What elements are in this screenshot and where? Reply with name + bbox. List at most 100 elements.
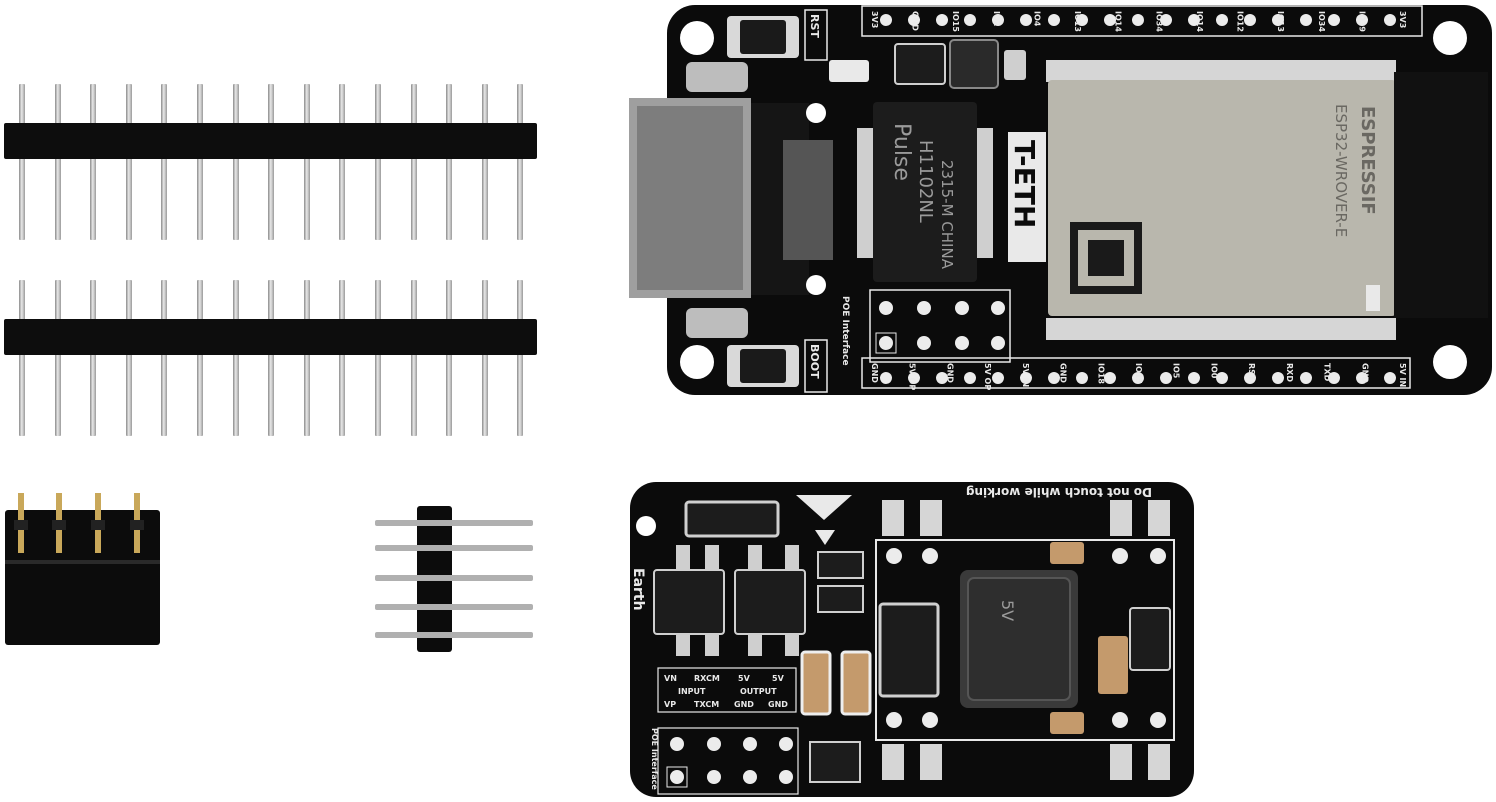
- header-pin-label: GND: [1360, 363, 1369, 383]
- header-pin: [481, 280, 488, 436]
- header-pin-label: IO12: [1236, 11, 1245, 32]
- header-pin: [517, 84, 524, 240]
- header-pin: [410, 84, 417, 240]
- small-header-pins: [375, 520, 533, 638]
- poe-board-interface-label: POE Interface: [650, 728, 659, 790]
- table-row1-col4: 5V: [772, 674, 785, 683]
- header-pin: [375, 280, 381, 436]
- esp32-module: ESPRESSIF ESP32-WROVER-E: [1046, 60, 1488, 340]
- arrow-down-icon: [815, 530, 835, 545]
- bottom-header-pads: [880, 372, 1396, 384]
- header-pin: [19, 280, 25, 436]
- boot-label: BOOT: [808, 344, 821, 379]
- ethernet-jack: [629, 62, 833, 338]
- capacitor-pair: [809, 741, 861, 783]
- header-pin-label: IO5: [1172, 363, 1181, 379]
- capacitor: [800, 650, 832, 716]
- warning-text: Do not touch while working: [966, 485, 1152, 499]
- header-pin-label: IO15: [1134, 363, 1143, 384]
- header-pin: [232, 84, 239, 240]
- header-pin-label: GND: [945, 363, 954, 383]
- module-brand: ESPRESSIF: [1357, 106, 1378, 215]
- capacitor: [840, 650, 872, 716]
- logo-text: T-ETH: [1008, 140, 1041, 228]
- table-row3-col2: TXCM: [694, 700, 719, 709]
- mount-hole-icon: [1433, 345, 1467, 379]
- smd-component: [829, 60, 869, 82]
- header-pin-label: 3V3: [1398, 11, 1407, 28]
- poe-interface-pads: POE Interface: [840, 289, 1011, 366]
- header-pin-label: IO0: [1209, 363, 1218, 379]
- reset-label: RST: [808, 14, 821, 38]
- boot-button: BOOT: [727, 339, 828, 393]
- header-pin: [197, 84, 203, 240]
- bridge-rectifier: [653, 500, 806, 656]
- header-pin-label: 5V IN: [1398, 363, 1407, 387]
- table-row1-col3: 5V: [738, 674, 751, 683]
- header-pin: [19, 84, 25, 240]
- esd-warning-icon: [796, 495, 852, 520]
- header-pin: [161, 280, 168, 436]
- mount-hole-icon: [636, 516, 656, 536]
- header-pin: [375, 84, 381, 240]
- table-row3-col1: VP: [664, 700, 676, 709]
- transformer-origin: 2315-M CHINA: [938, 160, 956, 270]
- resistor: [817, 551, 864, 579]
- header-pin-label: 3V3: [870, 11, 879, 28]
- header-pin: [268, 280, 275, 436]
- header-pin: [54, 280, 61, 436]
- mount-hole-icon: [680, 345, 714, 379]
- poe-board: Do not touch while working Earth VN RXCM…: [630, 482, 1194, 797]
- header-pin-label: RST: [1247, 363, 1256, 381]
- table-row2-input: INPUT: [678, 687, 706, 696]
- poe-board-interface-pads: POE Interface: [650, 727, 799, 795]
- header-pin-label: IO14: [1114, 11, 1123, 32]
- header-pin-label: GND: [870, 363, 879, 383]
- inductor: [949, 39, 999, 89]
- header-pin: [410, 280, 417, 436]
- transformer-brand: Pulse: [889, 123, 914, 181]
- header-pin-label: IO2: [992, 11, 1001, 26]
- header-pin: [303, 84, 310, 240]
- header-pin-label: 5V OP: [983, 363, 992, 390]
- resistor: [817, 585, 864, 613]
- header-pin-label: TXD: [1323, 363, 1332, 382]
- ethernet-transformer: Pulse H1102NL 2315-M CHINA: [857, 102, 993, 282]
- regulator-chip: [894, 43, 946, 85]
- mount-hole-icon: [1433, 21, 1467, 55]
- header-pin: [54, 84, 61, 240]
- header-pin: [517, 280, 524, 436]
- table-row3-col3: GND: [734, 700, 754, 709]
- header-pin-label: RXD: [1285, 363, 1294, 382]
- header-pin-label: IO39: [1357, 11, 1366, 32]
- mount-hole-icon: [680, 21, 714, 55]
- header-pin: [339, 84, 346, 240]
- table-row1-col2: RXCM: [694, 674, 720, 683]
- header-pin: [197, 280, 203, 436]
- header-pin: [446, 280, 453, 436]
- header-pin-label: IO4: [1032, 11, 1041, 27]
- header-pin: [446, 84, 453, 240]
- header-pin: [232, 280, 239, 436]
- header-pin-label: IO14: [1195, 11, 1204, 32]
- header-pin-label: IO15: [951, 11, 960, 32]
- header-pin: [268, 84, 275, 240]
- header-pin-label: IO34: [1154, 11, 1163, 32]
- earth-label: Earth: [630, 568, 646, 611]
- header-pin-label: IO13: [1073, 11, 1082, 32]
- io-table: VN RXCM 5V 5V INPUT OUTPUT VP TXCM GND G…: [657, 667, 797, 713]
- header-pin: [125, 280, 132, 436]
- t-eth-board: RST BOOT Pulse H1102NL 2315-M CHINA: [629, 5, 1492, 395]
- dc-dc-converter: 5V: [875, 500, 1175, 780]
- header-pin-label: IO18: [1096, 363, 1105, 384]
- t-eth-logo: T-ETH: [1008, 132, 1046, 262]
- header-pin: [90, 280, 97, 436]
- header-pin: [125, 84, 132, 240]
- table-row2-output: OUTPUT: [740, 687, 777, 696]
- module-model: ESP32-WROVER-E: [1332, 104, 1350, 237]
- capacitor: [1004, 50, 1026, 80]
- table-row1-col1: VN: [664, 674, 677, 683]
- top-header-pads: [880, 14, 1396, 26]
